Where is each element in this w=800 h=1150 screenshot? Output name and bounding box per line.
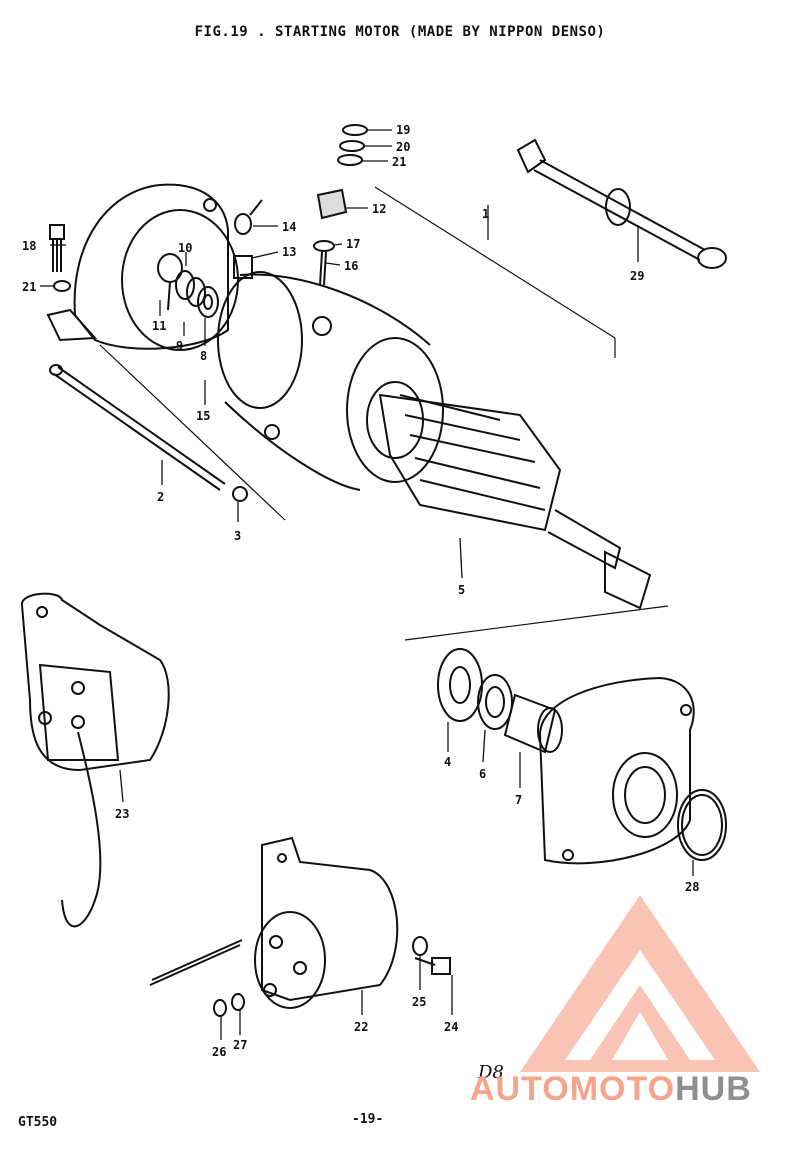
front-bracket [538,676,695,865]
handwritten-mark: D8 [478,1062,504,1083]
magnetic-switch-22 [149,836,399,1009]
washer-4 [437,648,483,722]
callout-17: 17 [346,237,360,251]
armature-5 [366,381,652,610]
callout-22: 22 [354,1020,368,1034]
figure-title: FIG.19 . STARTING MOTOR (MADE BY NIPPON … [194,24,606,40]
callout-8: 8 [200,349,207,363]
starter-relay-23 [21,592,170,928]
oil-seal-6 [477,674,513,730]
callout-25: 25 [412,995,426,1009]
rear-end-cover [46,183,239,351]
callout-12: 12 [372,202,386,216]
bolt-18 [49,224,65,272]
callout-3: 3 [234,529,241,543]
callout-4: 4 [444,755,451,769]
spring-washer-10 [175,270,206,307]
callout-7: 7 [515,793,522,807]
washer-27 [231,993,245,1011]
washer-3 [232,486,248,502]
starter-cable-29 [516,138,727,269]
terminal-bolt-16-17 [313,240,335,286]
callout-14: 14 [282,220,296,234]
page-number: -19- [352,1112,384,1127]
washer-25 [412,936,428,956]
o-ring-28 [677,789,727,861]
callout-13: 13 [282,245,296,259]
yoke-housing-15 [217,271,444,491]
callout-21: 21 [392,155,406,169]
callout-1: 1 [482,207,489,221]
watermark-text: AUTOMOTOHUB [470,1070,752,1109]
callout-23: 23 [115,807,129,821]
callout-6: 6 [479,767,486,781]
callout-24: 24 [444,1020,458,1034]
callout-2: 2 [157,490,164,504]
through-bolt-2 [49,364,226,491]
leader-lines [40,129,694,1040]
brush-spring-14 [234,199,263,235]
callout-20: 20 [396,140,410,154]
washer-8 [197,286,219,318]
callout-5: 5 [458,583,465,597]
watermark-moto: MOTO [569,1070,676,1108]
callout-9: 9 [176,339,183,353]
brush-12 [316,188,348,220]
bolt-24 [414,957,451,975]
callout-16: 16 [344,259,358,273]
callout-10: 10 [178,241,192,255]
callout-28: 28 [685,880,699,894]
model-code: GT550 [18,1115,58,1130]
callout-26: 26 [212,1045,226,1059]
assembly-guide-lines [99,186,669,641]
callout-11: 11 [152,319,166,333]
callout-27: 27 [233,1038,247,1052]
terminal-nut-19-20-21 [337,124,368,166]
bushing-7 [503,693,563,754]
callout-29: 29 [630,269,644,283]
callout-labels: 19 20 21 12 14 13 17 16 18 21 1 29 10 11… [22,123,699,1059]
watermark-hub: HUB [675,1070,752,1108]
washer-21 [53,280,71,292]
callout-18: 18 [22,239,36,253]
callout-21-left: 21 [22,280,36,294]
watermark-auto: AUTO [470,1070,570,1108]
callout-15: 15 [196,409,210,423]
watermark-logo [520,895,760,1072]
nut-26 [213,999,227,1017]
callout-19: 19 [396,123,410,137]
